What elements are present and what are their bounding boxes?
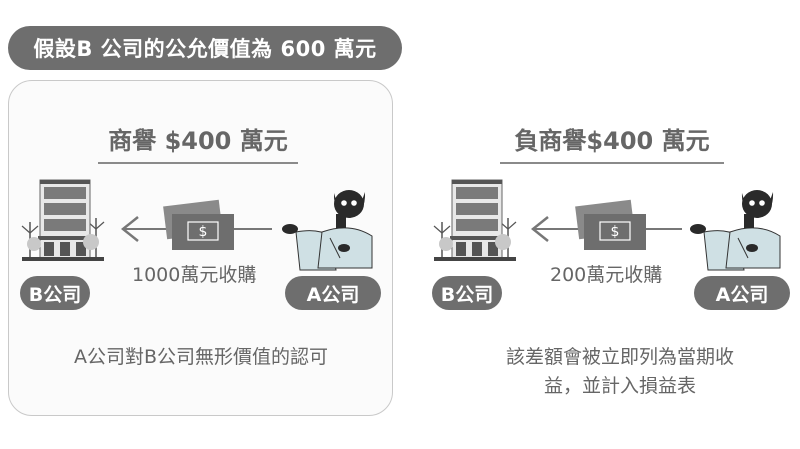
caption-line-1: 該差額會被立即列為當期收: [505, 346, 734, 368]
company-b-label-right: B公司: [432, 276, 502, 310]
company-b-building-icon-right: [433, 179, 517, 261]
company-a-cat-buyer-icon-right: [690, 190, 781, 271]
purchase-amount: 1000萬元收購: [132, 264, 257, 286]
cash-icon: $: [163, 199, 234, 250]
goodwill-heading: 商譽 $400 萬元: [98, 121, 298, 164]
company-b-label: B公司: [20, 276, 90, 310]
cash-symbol-right: $: [611, 224, 620, 240]
caption-line-2: 益，並計入損益表: [543, 375, 696, 397]
goodwill-caption: A公司對B公司無形價值的認可: [73, 346, 329, 368]
negative-goodwill-caption: 該差額會被立即列為當期收 益，並計入損益表: [448, 343, 792, 401]
company-a-label-right: A公司: [694, 276, 790, 310]
cash-icon-right: $: [575, 199, 646, 250]
company-b-building-icon: [21, 179, 105, 261]
company-a-label: A公司: [285, 276, 381, 310]
company-a-cat-buyer-icon: [282, 190, 373, 271]
cash-symbol: $: [199, 224, 208, 240]
negative-goodwill-heading: 負商譽$400 萬元: [500, 121, 724, 164]
purchase-amount-right: 200萬元收購: [550, 264, 663, 286]
scenario-banner: 假設B 公司的公允價值為 600 萬元: [8, 26, 402, 70]
